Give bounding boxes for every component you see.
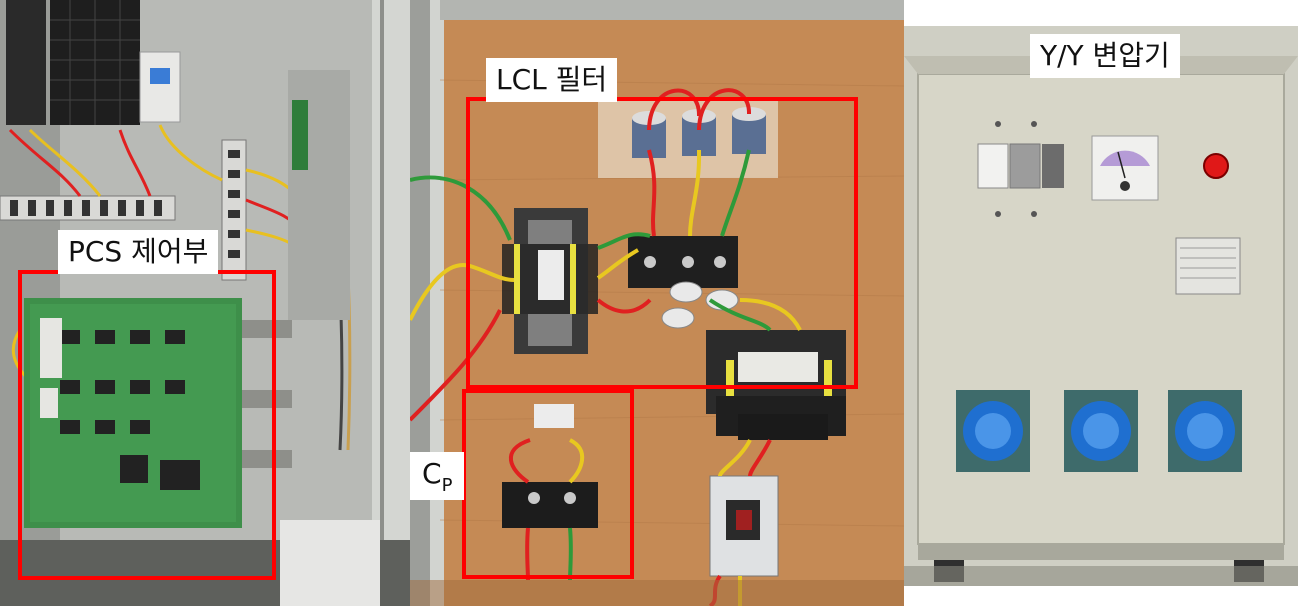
pcs-control-label-text: PCS 제어부: [68, 235, 209, 268]
cp-label-main: C: [422, 457, 442, 490]
lcl-filter-label: LCL 필터: [486, 58, 618, 102]
pcs-cabinet-photo: [0, 0, 410, 606]
pcs-control-highlight-box: [18, 270, 276, 580]
transformer-label-text: Y/Y 변압기: [1040, 39, 1170, 72]
cp-highlight-box: [462, 389, 634, 579]
cp-label: CP: [410, 452, 465, 500]
lcl-filter-label-text: LCL 필터: [496, 63, 608, 96]
lcl-filter-highlight-box: [466, 97, 858, 389]
pcs-control-label: PCS 제어부: [58, 230, 219, 274]
transformer-label: Y/Y 변압기: [1030, 34, 1180, 78]
cp-label-subscript: P: [441, 475, 453, 496]
transformer-cabinet-photo: [904, 26, 1298, 586]
